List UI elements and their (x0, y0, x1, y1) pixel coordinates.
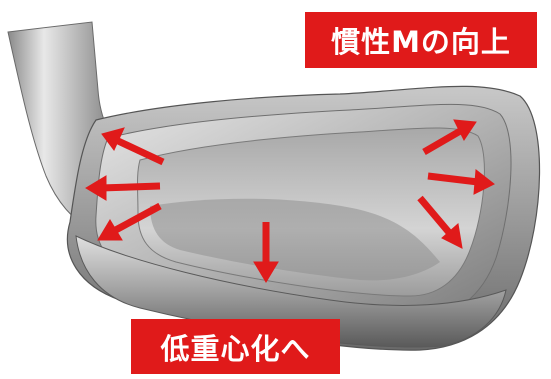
arrow-icon (97, 202, 162, 241)
cavity-shadow (150, 198, 440, 281)
sole (75, 235, 507, 348)
moi-improvement-label: 慣性Mの向上 (305, 12, 537, 68)
arrow-icon (422, 119, 477, 156)
arrow-icon (417, 195, 463, 249)
arrows (85, 119, 495, 283)
arrow-icon (427, 169, 495, 195)
arrow-icon (101, 127, 165, 166)
low-center-of-gravity-label: 低重心化へ (131, 319, 340, 374)
arrow-icon (253, 222, 279, 283)
arrow-icon (85, 175, 161, 201)
